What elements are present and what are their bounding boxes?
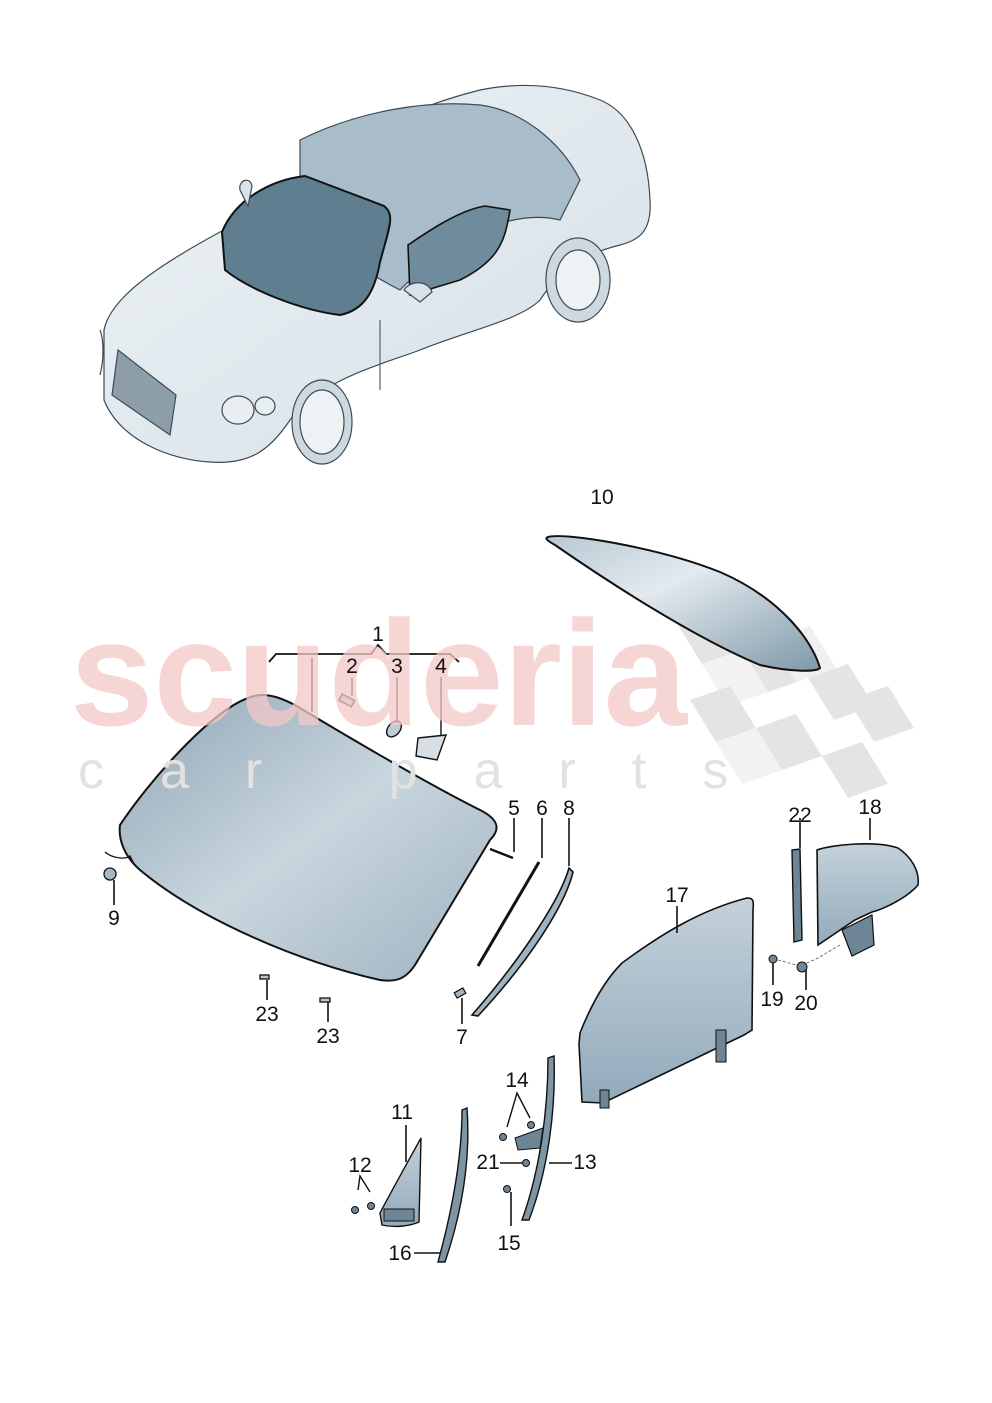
part-15-clip: [503, 1185, 511, 1193]
part-6-strip: [476, 861, 541, 967]
part-2-pad: [337, 693, 356, 708]
quarter-window-glass: [816, 843, 920, 947]
windshield-glass: [118, 694, 498, 982]
part-13-bracket: [514, 1127, 544, 1151]
part-5-strip: [489, 847, 514, 860]
callout-7: 7: [456, 1026, 468, 1049]
part-12-clip-b: [367, 1202, 375, 1210]
part-19-bolt: [768, 954, 778, 964]
callout-23b: 23: [316, 1025, 340, 1048]
door-glass-mount-a: [715, 1029, 727, 1063]
callout-12: 12: [348, 1154, 372, 1177]
callout-11: 11: [391, 1101, 413, 1124]
rear-window-glass: [545, 535, 822, 672]
callout-3: 3: [391, 655, 403, 678]
part-11-frame: [383, 1208, 415, 1222]
car-illustration: [99, 84, 651, 465]
callout-22: 22: [788, 804, 812, 827]
group-bracket: [268, 643, 460, 663]
part-22-seal: [791, 848, 803, 943]
callout-20: 20: [794, 992, 818, 1015]
watermark-brand: scuderia: [70, 589, 687, 757]
callout-1: 1: [372, 623, 384, 646]
callout-4: 4: [435, 655, 447, 678]
callout-13: 13: [573, 1151, 597, 1174]
part-4-bracket: [415, 734, 448, 761]
part-23-clip-b: [319, 997, 331, 1003]
sensor-cable: [104, 851, 136, 867]
part-14-clip-b: [527, 1121, 535, 1129]
part-9-sensor: [103, 867, 117, 881]
part-13-guide-rail: [521, 1055, 555, 1221]
callout-19: 19: [760, 988, 784, 1011]
part-20-nut: [796, 961, 808, 973]
part-14-clip-a: [499, 1133, 507, 1141]
callout-18: 18: [858, 796, 882, 819]
part-8-molding: [470, 866, 574, 1017]
callout-5: 5: [508, 797, 520, 820]
part-11-vent-glass: [379, 1137, 422, 1228]
callout-2: 2: [346, 655, 358, 678]
part-7-clip: [453, 987, 467, 999]
door-window-glass: [578, 897, 755, 1104]
callout-15: 15: [497, 1232, 521, 1255]
watermark-subtitle: car parts: [78, 742, 785, 800]
callout-9: 9: [108, 907, 120, 930]
part-23-clip-a: [259, 974, 270, 980]
callout-16: 16: [388, 1242, 412, 1265]
callout-6: 6: [536, 797, 548, 820]
callout-21: 21: [476, 1151, 500, 1174]
fastener-dash-line: [777, 944, 841, 967]
part-3-clip: [385, 720, 403, 738]
callout-8: 8: [563, 797, 575, 820]
part-21-clip: [522, 1159, 530, 1167]
callout-10: 10: [590, 486, 614, 509]
door-glass-mount-b: [599, 1089, 610, 1109]
callout-17: 17: [665, 884, 689, 907]
part-16-channel: [437, 1106, 469, 1263]
callout-23a: 23: [255, 1003, 279, 1026]
part-12-clip-a: [351, 1206, 359, 1214]
quarter-glass-bracket: [841, 914, 875, 957]
callout-14: 14: [505, 1069, 529, 1092]
